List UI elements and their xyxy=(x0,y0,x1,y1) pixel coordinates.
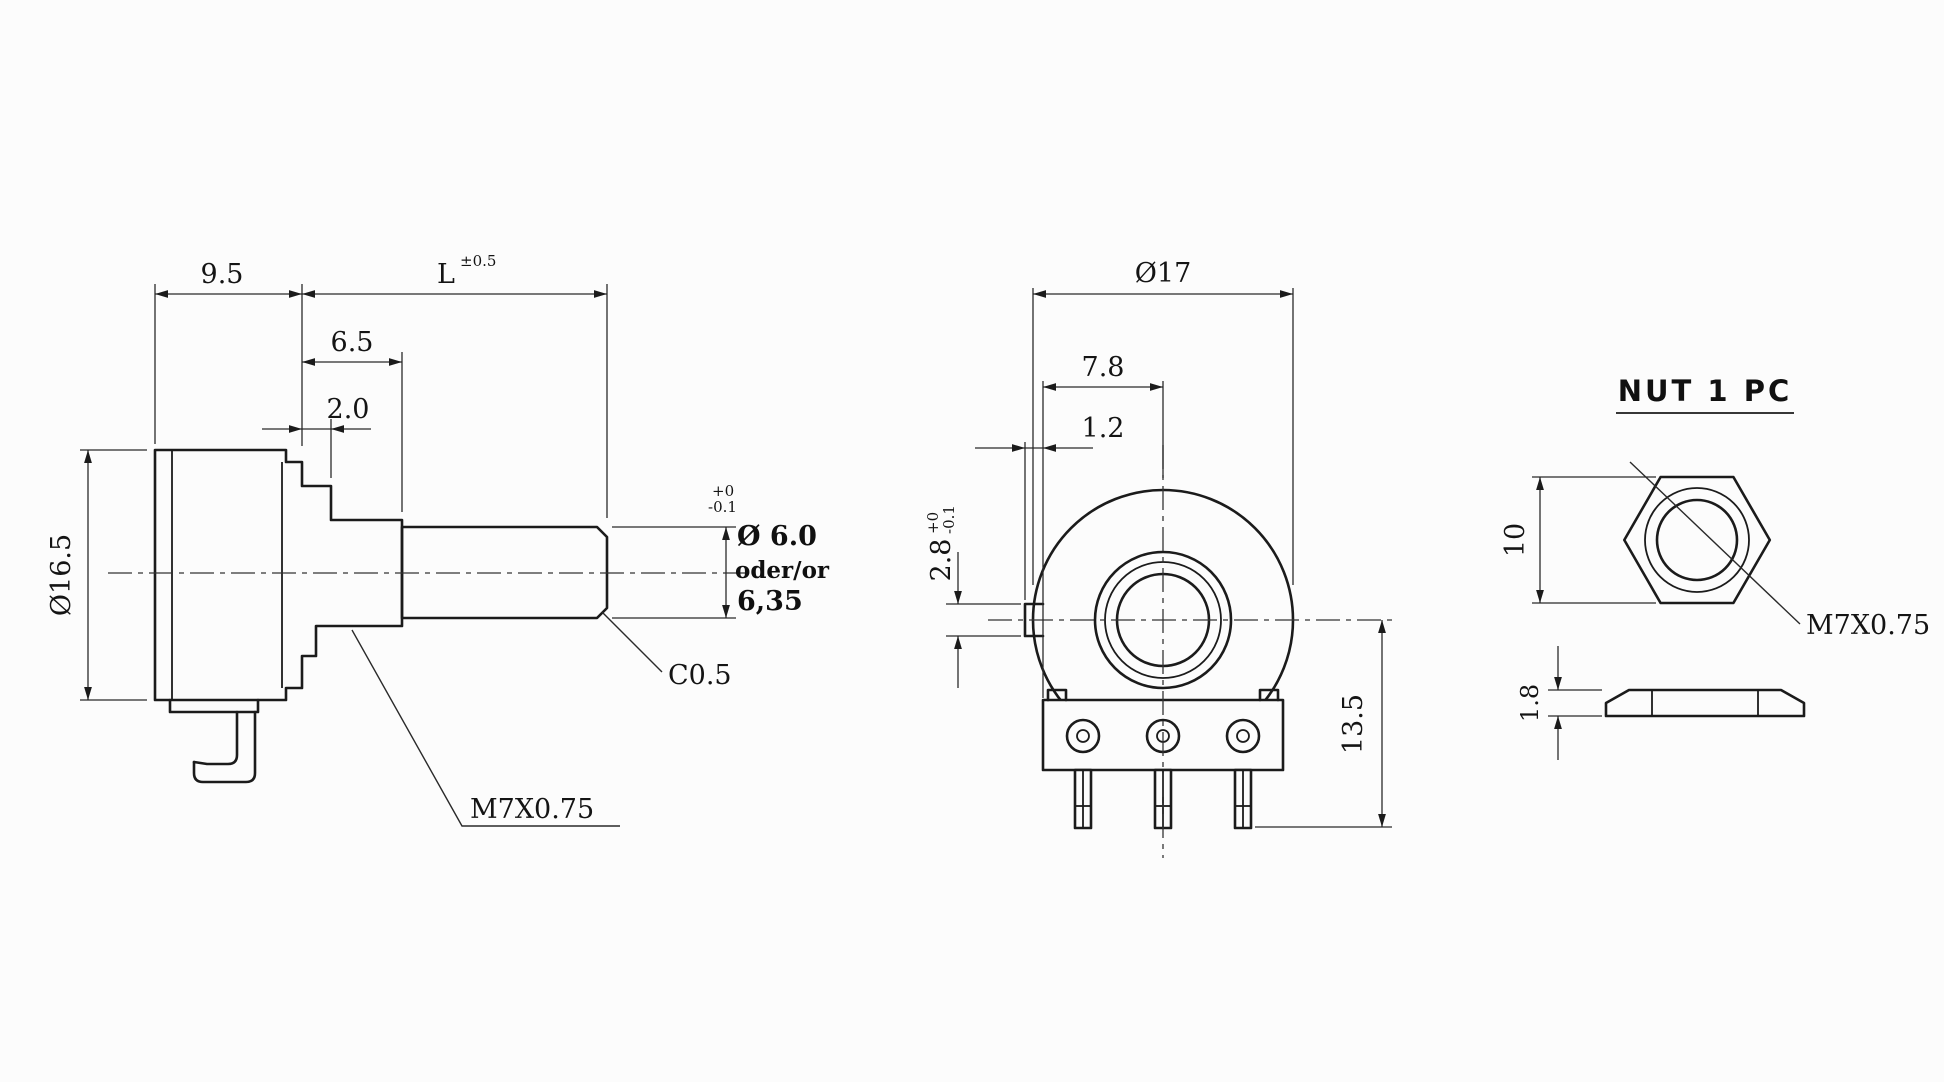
dim-front-diameter-label: Ø17 xyxy=(1135,258,1192,289)
front-view: Ø17 7.8 1.2 2.8 +0 -0.1 13.5 xyxy=(924,258,1392,858)
solder-lug-step xyxy=(168,698,260,714)
nut-thread-hole xyxy=(1655,498,1739,582)
nut-chamfer-circle xyxy=(1644,487,1750,593)
shaft-diameter-alt: 6,35 xyxy=(737,586,803,617)
thread-label-nut: M7X0.75 xyxy=(1806,610,1930,641)
terminal-3 xyxy=(1225,718,1261,830)
nut-title: NUT 1 PC xyxy=(1618,374,1793,408)
dim-body-depth-label: 9.5 xyxy=(201,259,244,290)
nut-hexagon xyxy=(1623,475,1772,605)
pot-body-outline xyxy=(153,448,404,702)
leader-thread xyxy=(351,629,620,827)
nut-profile xyxy=(1604,688,1806,718)
dim-thickness-label: 1.8 xyxy=(1516,684,1544,722)
bushing-circle xyxy=(1093,550,1233,690)
shaft-tolerance-plus: +0 xyxy=(712,482,734,500)
terminal-1 xyxy=(1065,718,1101,830)
dim-lug-width-group: 2.8 +0 -0.1 xyxy=(924,505,958,581)
crimp-ear-left xyxy=(1046,688,1068,702)
dim-across-flats-label: 10 xyxy=(1500,523,1531,557)
dim-shaft-length-tolerance: ±0.5 xyxy=(460,252,496,270)
solder-lug-inner xyxy=(192,710,239,766)
dim-body-diameter-label: Ø16.5 xyxy=(46,534,77,616)
dim-pin-depth-label: 13.5 xyxy=(1338,694,1369,754)
shaft-diameter-value: Ø 6.0 xyxy=(737,521,817,552)
dim-lug-to-center-label: 7.8 xyxy=(1082,352,1125,383)
dim-lug-length-label: 2.0 xyxy=(327,394,370,425)
shaft-tolerance-minus: -0.1 xyxy=(708,498,737,516)
thread-label-side: M7X0.75 xyxy=(470,794,594,825)
nut-view: NUT 1 PC M7X0.75 10 1.8 xyxy=(1500,374,1930,760)
lug-tolerance-plus: +0 xyxy=(924,512,942,534)
locating-lug xyxy=(1023,602,1045,638)
solder-lug-outer xyxy=(192,710,257,784)
dim-lug-protrusion-label: 1.2 xyxy=(1082,413,1125,444)
leader-nut-thread xyxy=(1629,461,1801,625)
side-view: 9.5 L ±0.5 6.5 2.0 Ø16.5 +0 -0.1 Ø 6.0 o… xyxy=(46,252,830,827)
dim-lug-width-label: 2.8 xyxy=(926,539,957,582)
dim-bushing-length-label: 6.5 xyxy=(331,327,374,358)
lug-tolerance-minus: -0.1 xyxy=(940,505,958,534)
crimp-ear-right xyxy=(1258,688,1280,702)
dim-shaft-length-label: L xyxy=(437,259,455,290)
shaft-outline xyxy=(400,525,609,620)
leader-chamfer xyxy=(601,611,663,673)
shaft-diameter-or: oder/or xyxy=(735,557,830,584)
chamfer-label: C0.5 xyxy=(668,660,732,691)
